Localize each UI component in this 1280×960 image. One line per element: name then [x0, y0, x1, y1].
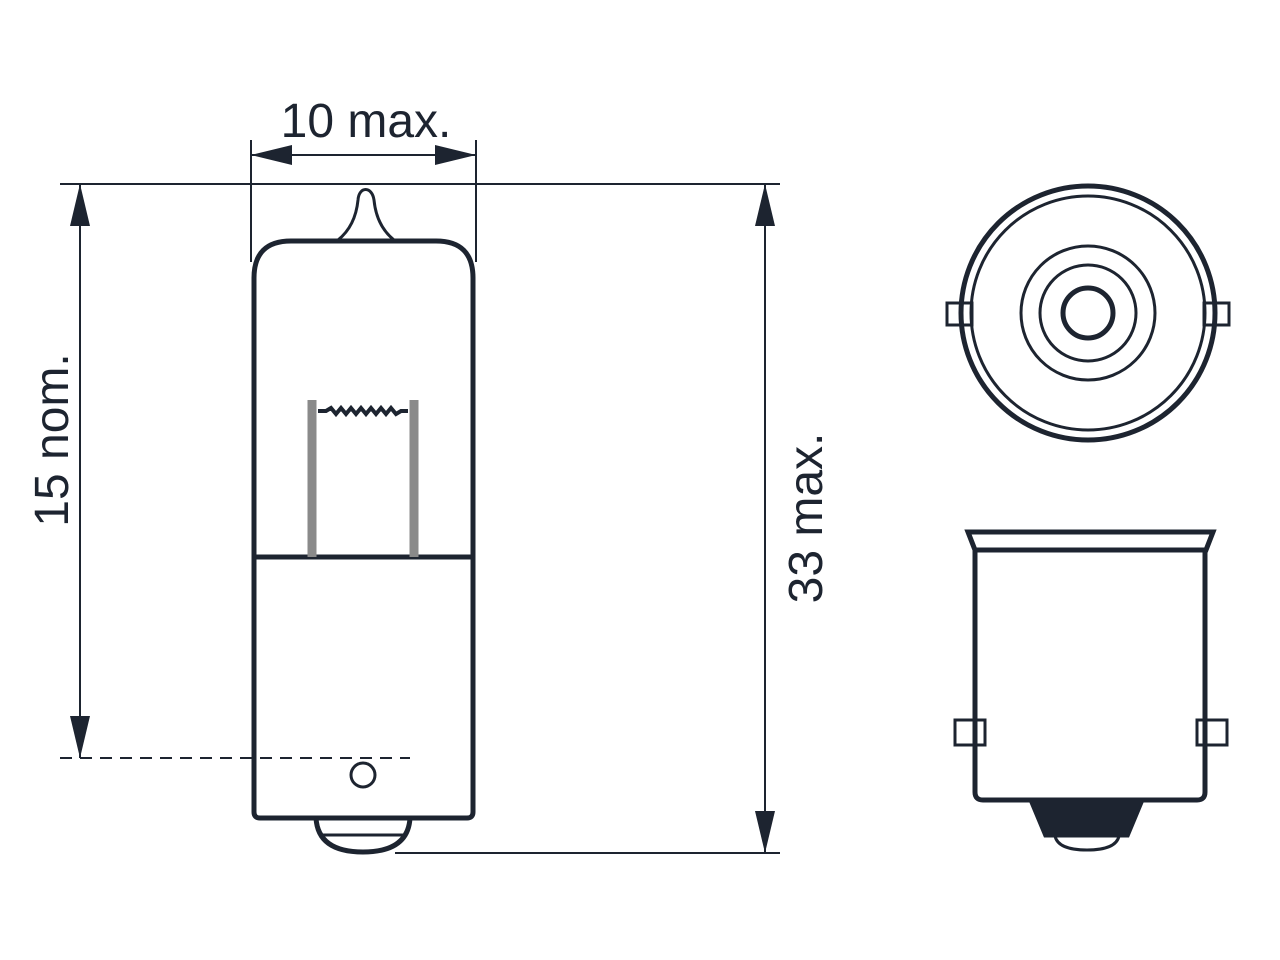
light-center-arrow-top: [70, 184, 90, 226]
light-center-label: 15 nom.: [26, 353, 79, 526]
right-bayonet-tab: [1202, 301, 1231, 327]
light-center-arrow-bottom: [70, 716, 90, 758]
base-contact-tip: [1053, 835, 1121, 852]
bayonet-pin: [349, 761, 377, 789]
base-side-view: [953, 529, 1229, 852]
width-arrow-left: [251, 145, 292, 165]
contact-outer-ring: [1038, 263, 1138, 363]
metal-base: [251, 557, 476, 821]
width-dimension: 10 max.: [250, 95, 477, 262]
base-bottom-view: [945, 183, 1231, 443]
left-bayonet-pin: [953, 718, 987, 747]
length-dimension: 33 max.: [395, 184, 833, 854]
contact-solder: [313, 817, 413, 855]
glass-envelope: [251, 238, 476, 557]
base-body: [972, 550, 1208, 803]
base-contact: [1027, 798, 1146, 838]
length-arrow-bottom: [755, 811, 775, 853]
light-center-dimension: 15 nom.: [26, 183, 780, 759]
base-flange: [964, 529, 1217, 553]
base-inner-ring: [969, 194, 1207, 432]
glass-tip: [337, 188, 395, 242]
left-bayonet-tab: [945, 301, 974, 327]
base-outer-ring: [958, 183, 1218, 443]
length-arrow-top: [755, 184, 775, 226]
bulb-front-view: [251, 188, 476, 855]
contact-center: [1060, 285, 1116, 341]
length-label: 33 max.: [780, 433, 833, 604]
right-bayonet-pin: [1195, 718, 1229, 747]
insulator-ring: [1019, 244, 1157, 382]
width-arrow-right: [435, 145, 476, 165]
filament: [318, 404, 408, 418]
width-label: 10 max.: [281, 95, 452, 148]
